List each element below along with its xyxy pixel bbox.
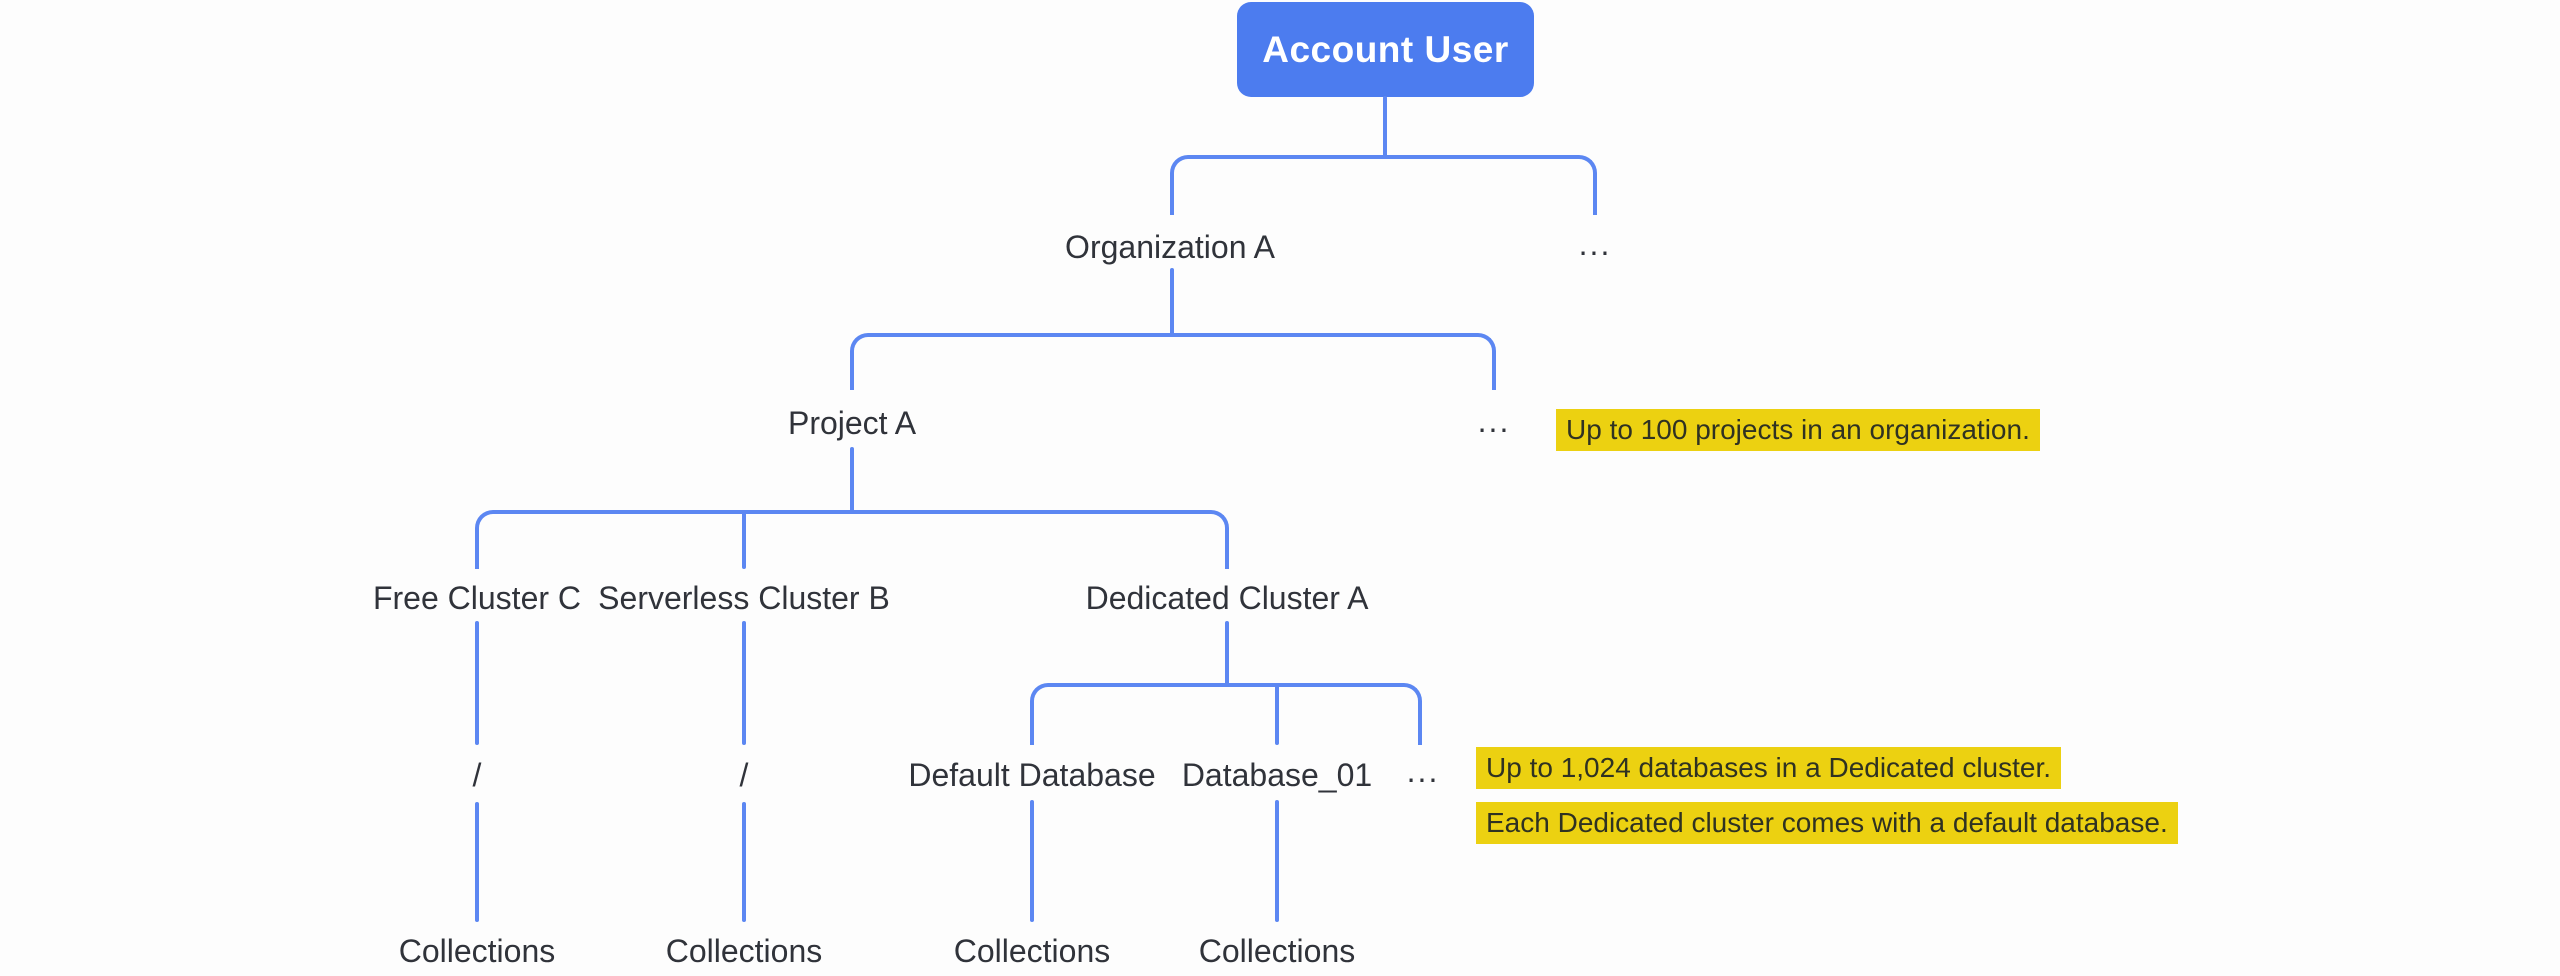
account-user-node: Account User xyxy=(1237,2,1534,97)
bracket-projects xyxy=(850,333,1496,390)
account-user-label: Account User xyxy=(1262,28,1509,70)
default-database-label: Default Database xyxy=(908,757,1156,793)
default-database-note: Each Dedicated cluster comes with a defa… xyxy=(1476,802,2178,844)
dedicated-cluster-label: Dedicated Cluster A xyxy=(1085,580,1369,616)
connector-serverless-lower-line xyxy=(742,802,746,922)
free-cluster-slash: / xyxy=(472,757,482,793)
bracket-clusters-middle-drop xyxy=(742,512,746,569)
connector-project-stub xyxy=(850,447,854,514)
connector-free-lower-line xyxy=(475,802,479,922)
connector-db01-line xyxy=(1275,800,1279,922)
connector-root-stub xyxy=(1383,96,1387,158)
serverless-cluster-label: Serverless Cluster B xyxy=(598,580,890,616)
connector-dedicated-stub xyxy=(1225,621,1229,687)
collections-label-db01: Collections xyxy=(1198,933,1356,969)
bracket-organizations xyxy=(1170,155,1597,215)
database-01-label: Database_01 xyxy=(1181,757,1373,793)
bracket-databases-middle-drop xyxy=(1275,685,1279,745)
project-limit-note: Up to 100 projects in an organization. xyxy=(1556,409,2040,451)
organization-a-label: Organization A xyxy=(1065,229,1275,265)
project-a-label: Project A xyxy=(787,405,917,441)
collections-label-serverless: Collections xyxy=(665,933,823,969)
databases-ellipsis: ... xyxy=(1406,753,1440,789)
projects-ellipsis: ... xyxy=(1477,403,1511,439)
connector-default-db-line xyxy=(1030,800,1034,922)
organizations-ellipsis: ... xyxy=(1578,226,1612,262)
connector-serverless-line xyxy=(742,621,746,745)
free-cluster-label: Free Cluster C xyxy=(372,580,582,616)
bracket-databases xyxy=(1030,683,1422,745)
connector-organization-stub xyxy=(1170,268,1174,337)
connector-free-cluster-line xyxy=(475,621,479,745)
serverless-cluster-slash: / xyxy=(739,757,749,793)
collections-label-default-db: Collections xyxy=(953,933,1111,969)
database-limit-note: Up to 1,024 databases in a Dedicated clu… xyxy=(1476,747,2062,789)
collections-label-free: Collections xyxy=(398,933,556,969)
bracket-clusters xyxy=(475,510,1229,569)
